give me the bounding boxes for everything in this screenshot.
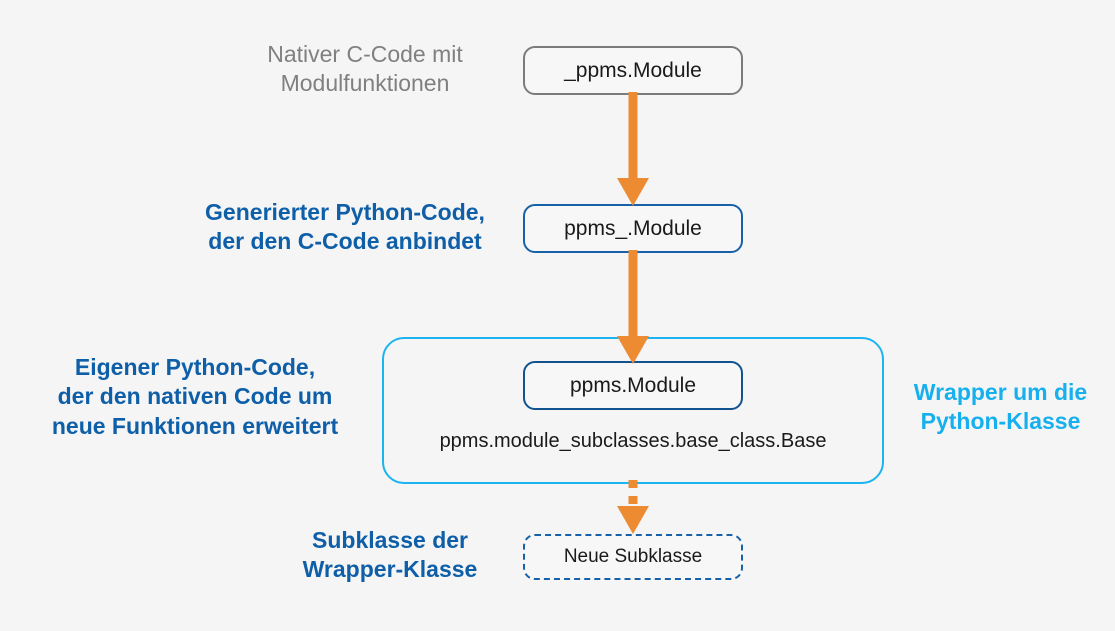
arrow-wrapped-to-subclass — [617, 480, 649, 534]
arrow-native-to-generated — [617, 92, 649, 206]
node-native-ppms-module[interactable]: _ppms.Module — [523, 46, 743, 95]
node-generated-ppms-module[interactable]: ppms_.Module — [523, 204, 743, 253]
arrow-generated-to-wrapped — [617, 250, 649, 364]
label-native-c-code: Nativer C-Code mit Modulfunktionen — [267, 41, 463, 97]
node-base-class-path: ppms.module_subclasses.base_class.Base — [439, 430, 827, 452]
label-own-python-code: Eigener Python-Code, der den nativen Cod… — [51, 354, 339, 439]
label-generated-python-code: Generierter Python-Code, der den C-Code … — [205, 199, 485, 255]
node-ppms-module[interactable]: ppms.Module — [523, 361, 743, 410]
label-wrapper-around-python-class: Wrapper um die Python-Klasse — [913, 379, 1088, 435]
node-new-subclass[interactable]: Neue Subklasse — [523, 534, 743, 580]
label-subclass-of-wrapper-class: Subklasse der Wrapper-Klasse — [302, 527, 478, 583]
